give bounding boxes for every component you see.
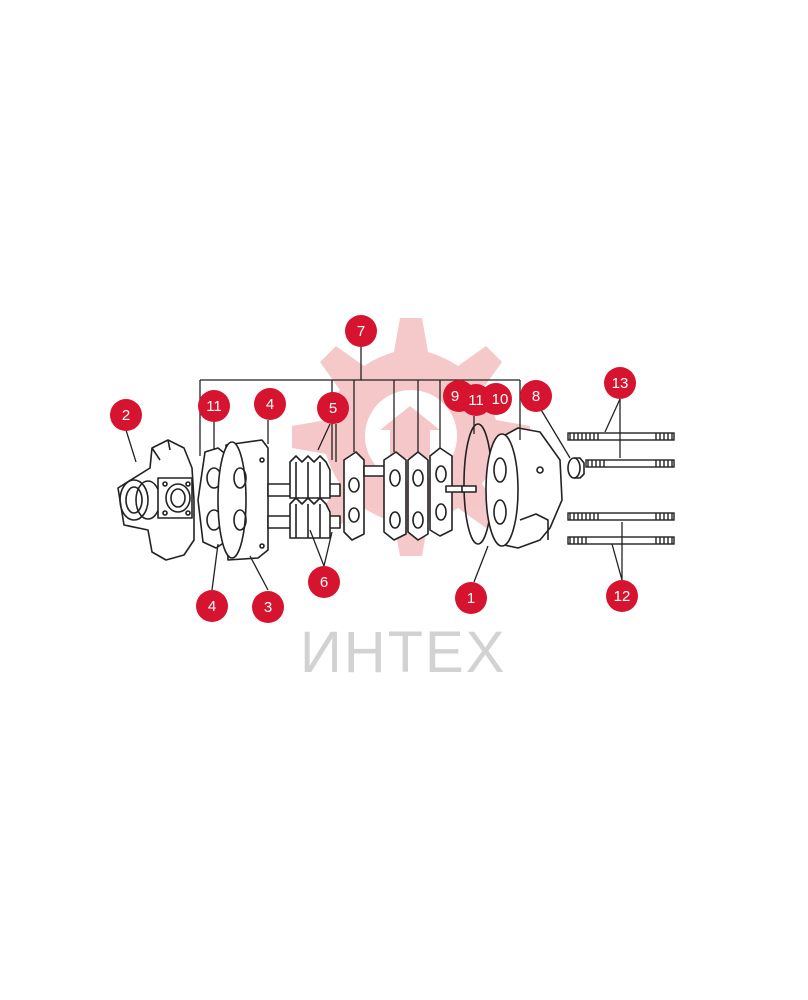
callout-4[interactable]: 4 bbox=[254, 388, 286, 420]
leader-lines bbox=[125, 346, 623, 591]
callout-label: 1 bbox=[467, 590, 475, 607]
callout-13[interactable]: 13 bbox=[604, 367, 636, 399]
front-flange-housing bbox=[117, 439, 195, 561]
wear-plate bbox=[383, 451, 407, 541]
callout-2[interactable]: 2 bbox=[110, 399, 142, 431]
callout-7[interactable]: 7 bbox=[345, 315, 377, 347]
callout-4[interactable]: 4 bbox=[196, 590, 228, 622]
dowel-pin bbox=[461, 485, 477, 493]
callout-label: 13 bbox=[612, 375, 629, 392]
watermark-text: ИНТЕХ bbox=[300, 620, 506, 685]
drive-gear bbox=[267, 455, 341, 499]
tie-rod bbox=[585, 459, 675, 468]
callout-label: 10 bbox=[492, 391, 509, 408]
tie-rods bbox=[567, 432, 675, 545]
callout-12[interactable]: 12 bbox=[606, 580, 638, 612]
callout-label: 11 bbox=[468, 392, 484, 409]
pump-parts bbox=[117, 423, 585, 561]
callout-1[interactable]: 1 bbox=[455, 582, 487, 614]
callout-label: 8 bbox=[532, 388, 540, 405]
callout-label: 5 bbox=[329, 400, 337, 417]
callout-5[interactable]: 5 bbox=[317, 392, 349, 424]
callout-8[interactable]: 8 bbox=[520, 380, 552, 412]
callout-6[interactable]: 6 bbox=[308, 566, 340, 598]
callout-11[interactable]: 11 bbox=[198, 390, 230, 422]
callout-label: 6 bbox=[320, 574, 328, 591]
callout-label: 4 bbox=[208, 598, 216, 615]
callout-label: 7 bbox=[357, 323, 365, 340]
callout-label: 4 bbox=[266, 396, 274, 413]
tie-rod bbox=[567, 512, 675, 521]
thrust-plate bbox=[343, 451, 365, 541]
callout-11[interactable]: 11 bbox=[460, 384, 492, 416]
callout-label: 12 bbox=[614, 588, 631, 605]
plug-cap bbox=[567, 457, 585, 479]
seal-plate bbox=[407, 451, 429, 541]
rear-cover bbox=[485, 427, 563, 549]
callout-3[interactable]: 3 bbox=[252, 591, 284, 623]
tie-rod bbox=[567, 536, 675, 545]
backup-plate bbox=[429, 447, 465, 537]
gear-housing bbox=[217, 439, 269, 561]
driven-gear bbox=[267, 497, 341, 539]
callout-label: 3 bbox=[264, 599, 272, 616]
callouts: 7 2 11 4 5 9 10 11 bbox=[110, 315, 638, 623]
callout-label: 2 bbox=[122, 407, 130, 424]
callout-label: 11 bbox=[206, 398, 222, 415]
callout-label: 9 bbox=[451, 388, 459, 405]
tie-rod bbox=[567, 432, 675, 441]
